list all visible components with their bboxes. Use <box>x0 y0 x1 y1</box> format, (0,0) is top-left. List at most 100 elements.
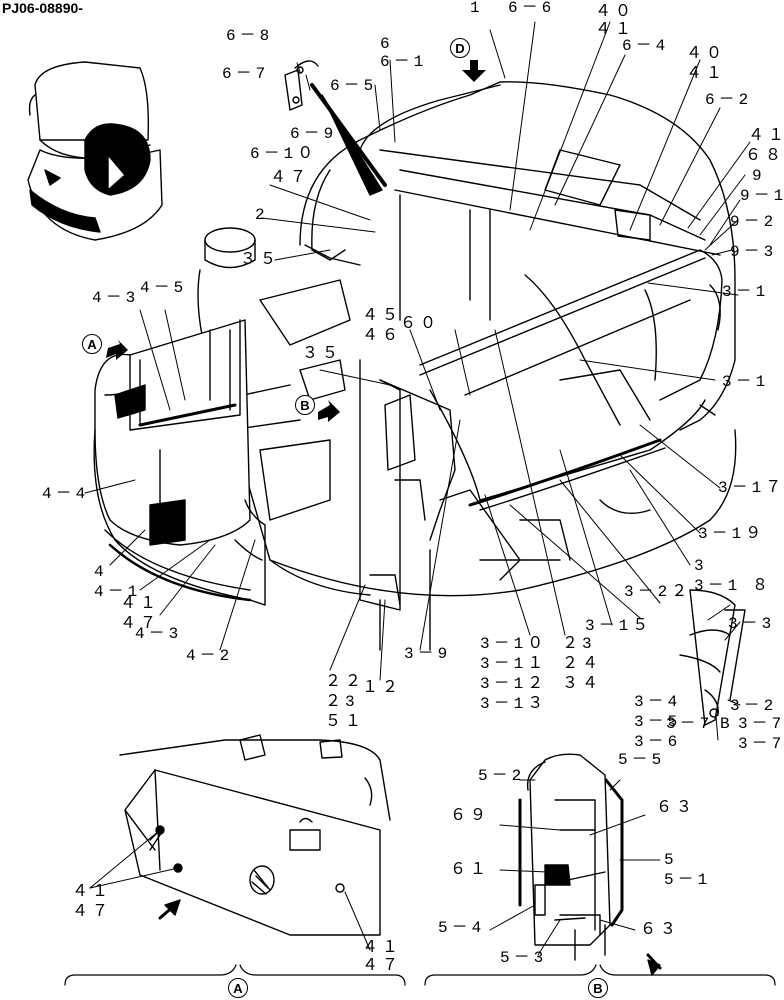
callout-label: 5－5 <box>618 751 666 769</box>
callout-label: 9－1 <box>740 187 784 205</box>
leader-lines <box>84 21 751 741</box>
callout-label: ４７ <box>270 169 311 187</box>
callout-label: ３４ <box>562 675 603 693</box>
callout-label: 3－7 <box>738 715 784 733</box>
callout-label: 5－4 <box>438 919 486 937</box>
frame-base <box>197 227 737 597</box>
callout-label: ８ <box>752 577 773 595</box>
view-arrows <box>106 60 486 422</box>
callout-label: ２２ <box>325 673 366 691</box>
detail-a-drawing <box>89 734 391 951</box>
side-latch <box>679 589 746 726</box>
hinge-assembly <box>284 60 387 196</box>
callout-label: 6－1 <box>380 53 428 71</box>
callout-label: 5－3 <box>500 949 548 967</box>
callout-label: ６３ <box>656 799 697 817</box>
callout-label: 3－7 <box>738 735 784 753</box>
callout-label: 6－8 <box>226 27 274 45</box>
callout-label: ４１ <box>72 883 113 901</box>
rear-cover <box>93 319 266 606</box>
callout-label: 3－5 <box>634 713 682 731</box>
overview-thumbnail <box>27 61 163 241</box>
callout-label: 3－6 <box>634 733 682 751</box>
callout-label: 3－1 <box>694 577 742 595</box>
callout-label: ６１ <box>450 861 491 879</box>
callout-label: 6－2 <box>705 91 753 109</box>
callout-label: 9 <box>752 167 766 185</box>
callout-label: ４１ <box>362 939 403 957</box>
callout-label: 3－2 <box>730 697 778 715</box>
callout-label: 3 <box>694 557 708 575</box>
callout-label: ３５ <box>240 251 281 269</box>
view-marker-b: B <box>295 395 315 415</box>
callout-label: 6－4 <box>622 37 670 55</box>
drawing-id: PJ06-08890- <box>2 0 83 16</box>
callout-label: 4－2 <box>186 647 234 665</box>
callout-label: 3－1 <box>722 373 770 391</box>
callout-label: ６９ <box>450 807 491 825</box>
callout-label: ３５ <box>302 345 343 363</box>
callout-label: ４１ <box>686 65 727 83</box>
callout-label: 4－5 <box>140 279 188 297</box>
callout-label: ４７ <box>362 957 403 975</box>
callout-label: 3－1５ <box>585 617 653 635</box>
callout-label: 4－1 <box>94 583 142 601</box>
callout-label: 3－1２ <box>480 675 548 693</box>
callout-label: 9－2 <box>730 213 778 231</box>
callout-label: ４１ <box>748 127 784 145</box>
callout-label: 3－3 <box>728 615 776 633</box>
engine-hood <box>299 81 736 511</box>
callout-label: ４１ <box>120 595 161 613</box>
view-marker-d: D <box>450 38 470 58</box>
callout-label: B <box>720 715 734 733</box>
callout-label: ４７ <box>72 903 113 921</box>
callout-label: 2 <box>255 206 269 224</box>
callout-label: ４１ <box>595 21 636 39</box>
callout-label: ２４ <box>562 655 603 673</box>
callout-label: ４５ <box>362 307 403 325</box>
callout-label: 3－1３ <box>480 695 548 713</box>
callout-label: ４７ <box>120 615 161 633</box>
detail-caption-a: A <box>228 978 248 998</box>
detail-caption-b: B <box>588 978 608 998</box>
callout-label: 5－2 <box>478 767 526 785</box>
callout-label: ６０ <box>400 315 441 333</box>
callout-label: 3－1０ <box>480 635 548 653</box>
detail-b-drawing <box>489 753 662 976</box>
callout-label: 3－1 <box>722 283 770 301</box>
callout-label: 4－4 <box>42 485 90 503</box>
callout-label: 3－1１ <box>480 655 548 673</box>
callout-label: 3－1７ <box>718 479 784 497</box>
callout-label: 4－3 <box>92 289 140 307</box>
detail-braces <box>64 964 776 986</box>
callout-label: 1 <box>470 0 484 17</box>
callout-label: 5－1 <box>664 871 712 889</box>
callout-label: 9－3 <box>730 243 778 261</box>
callout-label: ６８ <box>745 147 784 165</box>
callout-label: ４０ <box>686 45 727 63</box>
callout-label: 3－7 <box>666 715 714 733</box>
callout-label: 5 <box>664 851 678 869</box>
callout-label: 3－1９ <box>698 525 766 543</box>
callout-label: 6－6 <box>508 0 556 17</box>
view-marker-a: A <box>82 334 102 354</box>
callout-label: １２ <box>362 679 403 697</box>
callout-label: ４０ <box>595 3 636 21</box>
callout-label: 6 <box>380 35 394 53</box>
callout-label: 6－9 <box>290 125 338 143</box>
callout-label: 3－9 <box>404 645 452 663</box>
callout-label: ２3 <box>562 635 596 653</box>
callout-label: ２3 <box>325 693 359 711</box>
callout-label: 4－3 <box>135 625 183 643</box>
callout-label: ５１ <box>325 713 366 731</box>
callout-label: ６３ <box>640 921 681 939</box>
center-bracket <box>359 359 456 651</box>
callout-label: ４６ <box>362 327 403 345</box>
callout-label: 3－4 <box>634 693 682 711</box>
callout-label: 4 <box>94 563 108 581</box>
callout-label: 6－1０ <box>250 145 318 163</box>
callout-label: 6－7 <box>222 65 270 83</box>
callout-label: 3－2２ <box>624 583 692 601</box>
